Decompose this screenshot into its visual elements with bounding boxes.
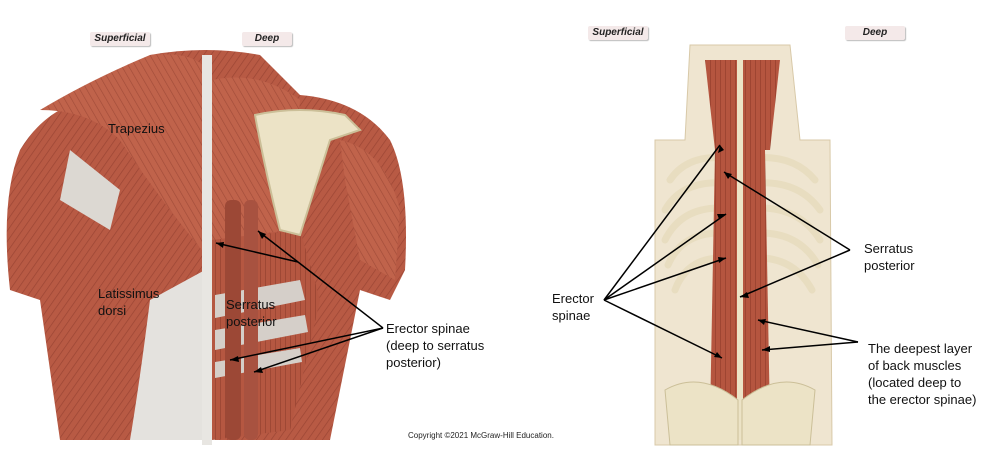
tab-superficial-right: Superficial (588, 26, 648, 40)
copyright-notice: Copyright ©2021 McGraw-Hill Education. (408, 431, 554, 440)
label-serratus-posterior-left: Serratus posterior (226, 297, 277, 329)
tab-deep-left: Deep (242, 32, 292, 46)
tab-deep-right: Deep (845, 26, 905, 40)
label-serratus-posterior-right: Serratus posterior (864, 241, 915, 273)
left-panel: Superficial Deep Trapezius Latissimus do… (0, 0, 500, 468)
tab-superficial-left: Superficial (90, 32, 150, 46)
label-deepest-layer: The deepest layer of back muscles (locat… (868, 341, 977, 407)
label-erector-spinae-left: Erector spinae (deep to serratus posteri… (386, 321, 485, 370)
label-latissimus-dorsi: Latissimus dorsi (98, 286, 160, 318)
label-trapezius: Trapezius (108, 121, 165, 136)
right-panel: Superficial Deep Serratus posterior Erec… (500, 0, 1002, 468)
back-muscles-illustration-right (603, 44, 859, 446)
label-erector-spinae-right: Erector spinae (552, 291, 594, 323)
back-muscles-illustration-left (6, 50, 407, 445)
